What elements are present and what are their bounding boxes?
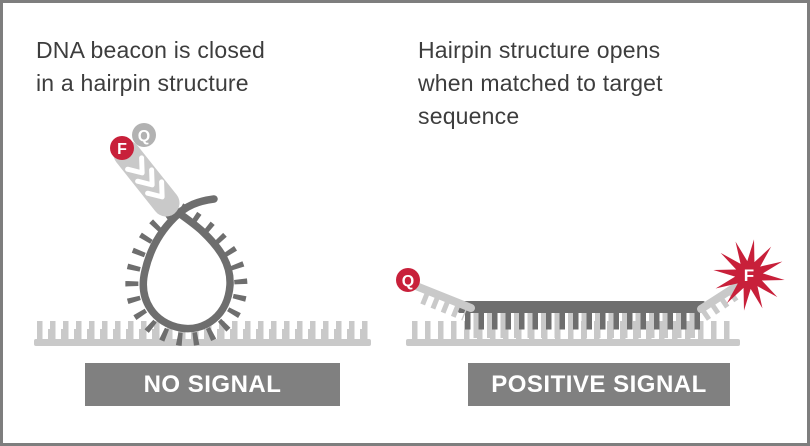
duplex-backbone bbox=[458, 301, 705, 313]
left-arm-teeth bbox=[420, 290, 468, 321]
quencher-marker: Q bbox=[396, 268, 420, 292]
beacon-illustration: Q F Q bbox=[34, 123, 785, 346]
fluorophore-label: F bbox=[117, 141, 127, 158]
left-probe-surface bbox=[34, 321, 371, 346]
positive-signal-badge: POSITIVE SIGNAL bbox=[468, 363, 730, 406]
left-panel-title: DNA beacon is closed in a hairpin struct… bbox=[36, 37, 266, 96]
loop-base-ticks bbox=[125, 203, 248, 346]
quencher-marker: Q bbox=[132, 123, 156, 147]
surface-baseline bbox=[406, 339, 740, 346]
quencher-label: Q bbox=[138, 128, 150, 145]
fluorophore-label: F bbox=[744, 266, 754, 285]
loop-strand bbox=[139, 193, 234, 333]
right-panel-title: Hairpin structure opens when matched to … bbox=[418, 37, 663, 129]
fluorophore-marker: F bbox=[110, 136, 134, 160]
loop-interior bbox=[143, 217, 230, 329]
right-arm bbox=[697, 278, 747, 313]
fluorescence-burst-icon bbox=[713, 239, 785, 311]
opened-hairpin: Q F bbox=[396, 239, 785, 330]
quencher-label: Q bbox=[402, 273, 414, 290]
left-arm bbox=[412, 282, 475, 312]
closed-hairpin: Q F bbox=[110, 123, 248, 346]
stem-rungs bbox=[125, 155, 165, 200]
surface-baseline bbox=[34, 339, 371, 346]
no-signal-badge: NO SIGNAL bbox=[85, 363, 340, 406]
